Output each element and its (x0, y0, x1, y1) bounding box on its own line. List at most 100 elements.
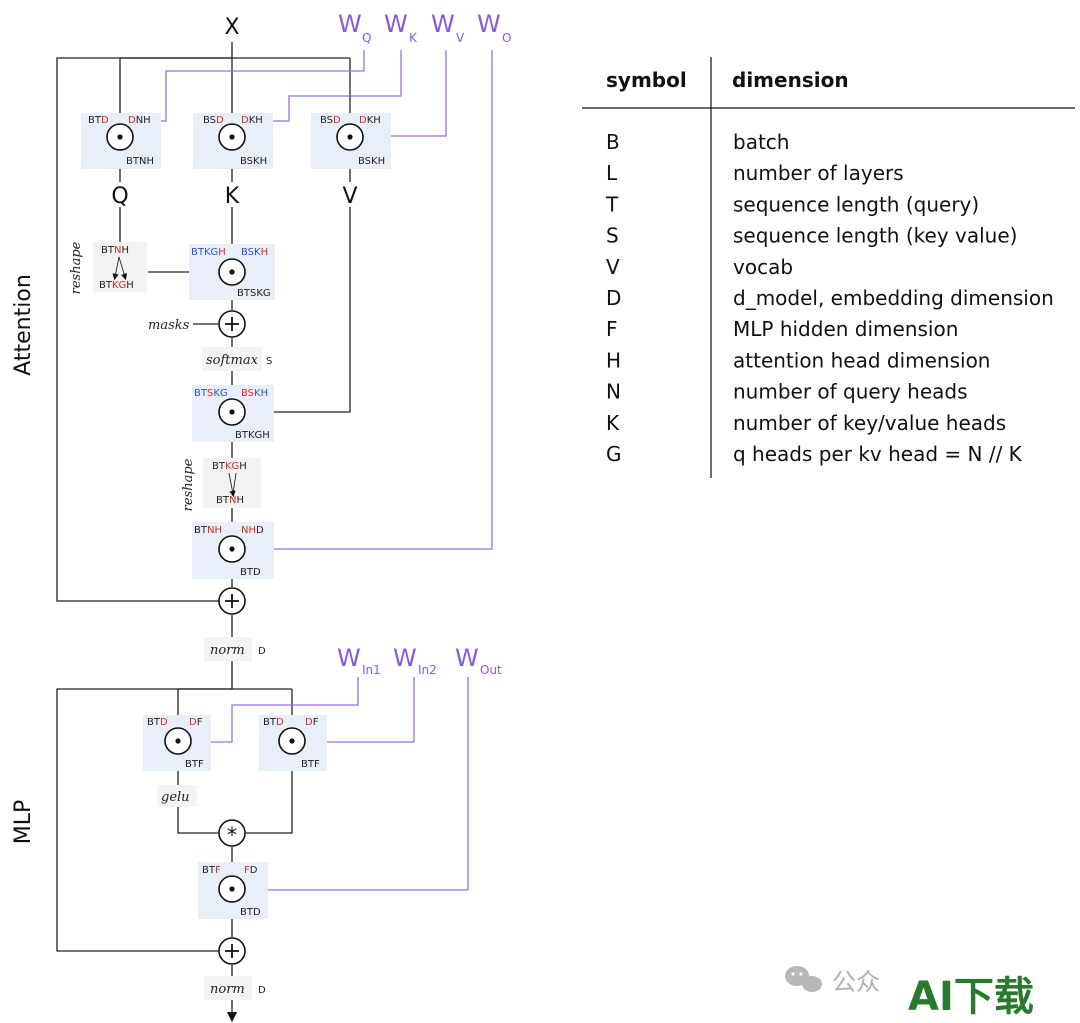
reshape-q-block: BTNH BTKGH reshape (69, 241, 147, 294)
table-row-symbol: V (606, 255, 620, 279)
table-row-symbol: L (606, 161, 618, 185)
mlp-section-label: MLP (11, 800, 36, 845)
svg-text:BTKGH: BTKGH (191, 247, 226, 258)
table-row-symbol: G (606, 442, 622, 466)
svg-text:BSKH: BSKH (240, 156, 267, 167)
k-projection-block: BSD DKH BSKH (193, 113, 273, 169)
svg-text:O: O (502, 31, 511, 45)
table-row-symbol: H (606, 348, 621, 372)
svg-text:W: W (338, 10, 362, 38)
mlp-in2-block: BTD DF BTF (259, 715, 327, 771)
svg-text:BSKH: BSKH (241, 388, 268, 399)
weight-wv: W V (431, 10, 465, 45)
table-row-dimension: number of layers (733, 161, 904, 185)
weight-win2: W In2 (393, 644, 437, 677)
table-row-dimension: attention head dimension (733, 348, 990, 372)
svg-text:DNH: DNH (128, 115, 151, 126)
svg-text:BSKH: BSKH (241, 247, 268, 258)
table-row-dimension: q heads per kv head = N // K (733, 442, 1023, 466)
svg-text:DF: DF (189, 717, 203, 728)
q-label: Q (111, 184, 128, 209)
svg-text:W: W (337, 644, 361, 672)
svg-text:FD: FD (244, 865, 258, 876)
svg-text:NHD: NHD (241, 525, 264, 536)
svg-text:W: W (431, 10, 455, 38)
attention-section-label: Attention (11, 274, 36, 376)
weight-wq: W Q (338, 10, 371, 45)
svg-text:BTNH: BTNH (216, 495, 244, 506)
svg-text:BTKGH: BTKGH (212, 461, 247, 472)
table-row-symbol: K (606, 411, 620, 435)
mlp-residual-add (218, 937, 246, 965)
svg-text:DF: DF (305, 717, 319, 728)
svg-text:BTNH: BTNH (194, 525, 222, 536)
table-row-symbol: S (606, 224, 619, 248)
svg-text:V: V (456, 31, 465, 45)
table-row-symbol: T (605, 192, 619, 216)
svg-text:DKH: DKH (359, 115, 381, 126)
table-row-dimension: MLP hidden dimension (733, 317, 958, 341)
svg-text:norm: norm (210, 982, 245, 997)
svg-text:norm: norm (210, 643, 245, 658)
svg-text:BTD: BTD (240, 907, 261, 918)
mlp-out-block: BTF FD BTD (198, 862, 268, 919)
table-row-symbol: D (606, 286, 621, 310)
svg-text:BTF: BTF (301, 759, 320, 770)
reshape-out-block: BTKGH BTNH reshape (181, 458, 261, 511)
svg-text:gelu: gelu (161, 790, 190, 805)
svg-text:BTD: BTD (263, 717, 284, 728)
qk-matmul-block: BTKGH BSKH BTSKG (189, 244, 275, 300)
k-label: K (225, 184, 240, 209)
v-projection-block: BSD DKH BSKH (311, 113, 391, 169)
table-row-dimension: number of key/value heads (733, 411, 1006, 435)
gelu-op: gelu (157, 785, 197, 807)
svg-text:reshape: reshape (69, 241, 84, 294)
svg-text:BTD: BTD (240, 567, 261, 578)
table-row-symbol: N (606, 380, 621, 404)
svg-text:BTD: BTD (147, 717, 168, 728)
mlp-weight-wires (192, 677, 469, 891)
table-row-dimension: vocab (733, 255, 793, 279)
svg-text:reshape: reshape (181, 458, 196, 511)
svg-text:Q: Q (362, 31, 371, 45)
svg-text:W: W (477, 10, 501, 38)
input-x-label: X (224, 15, 239, 40)
table-row-dimension: number of query heads (733, 380, 968, 404)
svg-text:BTSKG: BTSKG (194, 388, 228, 399)
svg-text:W: W (393, 644, 417, 672)
table-header-dimension: dimension (732, 68, 849, 92)
svg-text:In2: In2 (418, 663, 437, 677)
norm-op-1: norm D (204, 637, 266, 661)
weight-wout: W Out (455, 644, 502, 677)
output-projection-block: BTNH NHD BTD (192, 522, 274, 579)
svg-text:BSKH: BSKH (358, 156, 385, 167)
svg-text:S: S (266, 356, 272, 367)
svg-text:BSD: BSD (320, 115, 341, 126)
brand-logo: AI下载 (908, 974, 1034, 1020)
table-row-dimension: sequence length (query) (733, 192, 979, 216)
svg-text:W: W (455, 644, 479, 672)
v-label: V (342, 184, 357, 209)
q-projection-block: BTD DNH BTNH (81, 113, 161, 169)
table-header-symbol: symbol (606, 68, 687, 92)
watermark: 公众 AI下载 (785, 966, 1034, 1020)
mlp-weight-labels: W In1 W In2 W Out (337, 644, 502, 677)
svg-text:BTSKG: BTSKG (237, 288, 271, 299)
svg-text:masks: masks (148, 318, 190, 333)
weight-win1: W In1 (337, 644, 381, 677)
svg-text:BTNH: BTNH (101, 245, 129, 256)
softmax-op: softmax S (202, 347, 272, 371)
svg-text:*: * (227, 823, 237, 847)
svg-text:BTD: BTD (88, 115, 109, 126)
svg-text:BTNH: BTNH (126, 156, 154, 167)
wechat-icon (785, 966, 822, 992)
svg-text:BSD: BSD (203, 115, 224, 126)
svg-text:BTF: BTF (202, 865, 221, 876)
weight-wo: W O (477, 10, 511, 45)
table-row-symbol: F (606, 317, 618, 341)
asterisk-icon (218, 819, 246, 847)
weight-wk: W K (384, 10, 418, 45)
svg-text:BTKGH: BTKGH (235, 430, 270, 441)
table-row-dimension: d_model, embedding dimension (733, 286, 1054, 310)
